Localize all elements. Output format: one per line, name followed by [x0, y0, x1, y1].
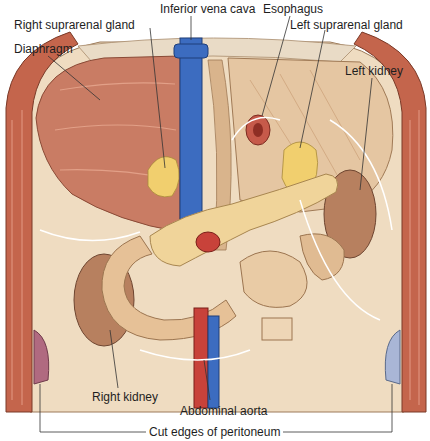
part-label: Right suprarenal gland [14, 18, 135, 32]
suprarenal-gland [148, 157, 179, 197]
part-label: Left kidney [345, 64, 403, 78]
part-label: Left suprarenal gland [290, 18, 403, 32]
inferior-vena-cava [180, 38, 202, 234]
jejunum [240, 251, 307, 307]
leader-lines [40, 16, 392, 432]
esophagus-lumen [253, 123, 263, 137]
part-label: Inferior vena cava [160, 2, 255, 16]
hepatic-veins [174, 44, 208, 58]
cut-bowel [262, 318, 292, 340]
celiac-trunk-cut [196, 232, 220, 252]
part-label: Diaphragm [14, 42, 73, 56]
peritoneum-cut [385, 330, 400, 384]
esophagus-cut [246, 115, 270, 145]
abdominal-cavity [30, 42, 404, 412]
part-label: Abdominal aorta [180, 404, 267, 418]
part-label: Right kidney [92, 390, 158, 404]
peritoneum-cut [34, 330, 49, 384]
part-label: Esophagus [263, 2, 323, 16]
abdominal-aorta [194, 308, 208, 408]
peritoneum-edge [40, 118, 392, 361]
part-label: Cut edges of peritoneum [146, 425, 283, 439]
diaphragm-muscle [36, 56, 180, 232]
vein [208, 316, 219, 408]
